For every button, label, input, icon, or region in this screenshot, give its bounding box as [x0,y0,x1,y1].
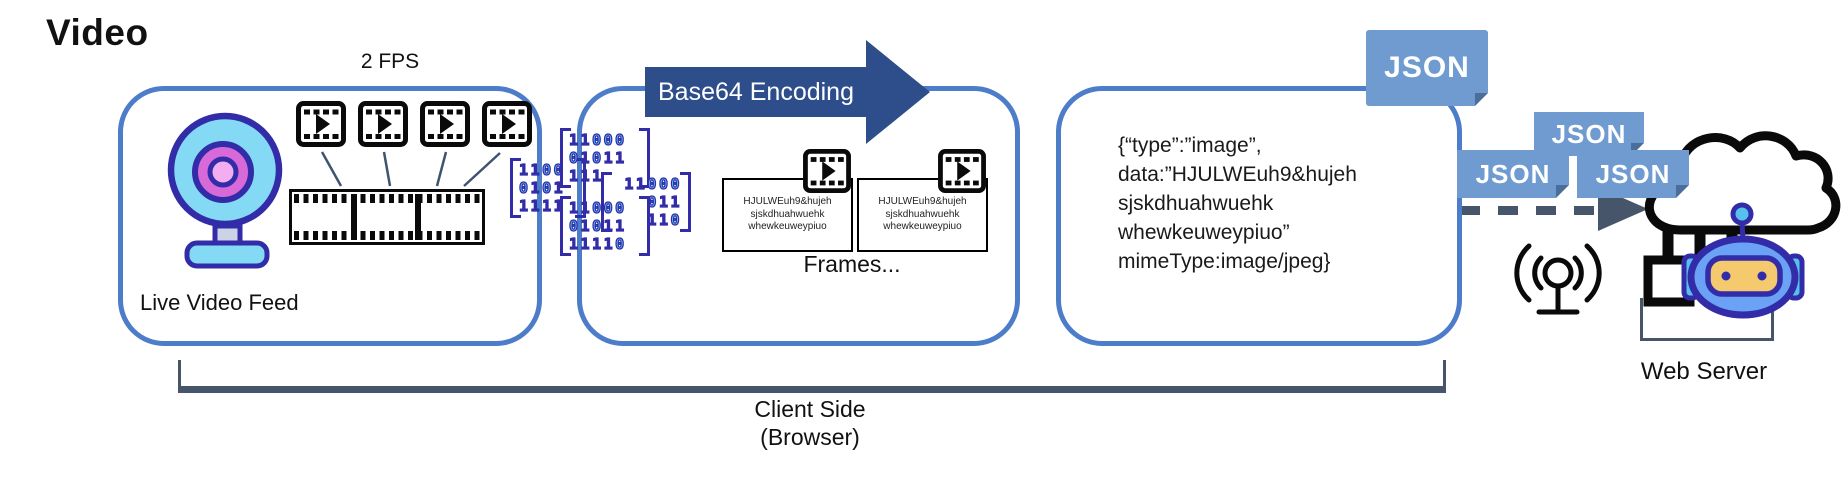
json-badge: JSON [1534,112,1644,156]
film-strip-icon [289,189,485,245]
binary-row: 110 [647,210,682,229]
frame-card-line: HJULWEuh9&hujeh [743,196,832,208]
frame-card-line: HJULWEuh9&hujeh [878,196,967,208]
frame-card-line: sjskdhuahwuehk [885,208,960,220]
binary-matrix: 11000 011 110 [601,172,691,232]
binary-row: 11000 [624,174,682,193]
json-payload-line: data:”HJULWEuh9&hujeh [1118,163,1357,186]
binary-row: 11000 [568,198,627,217]
browser-label: (Browser) [760,424,860,450]
json-badge-label: JSON [1551,118,1627,149]
json-payload-line: {“type”:”image”, [1118,134,1262,157]
webcam-icon [167,112,283,269]
video-frame-icon [419,100,471,148]
frame-card-line: whewkeuweypiuo [883,221,962,233]
robot-antenna-ball [1730,202,1754,226]
diagram-title: Video [46,12,149,53]
film-strip-sprockets [294,194,480,203]
binary-row: 11000 [568,130,627,149]
web-server-label: Web Server [1640,358,1768,385]
robot-visor [1705,255,1783,297]
film-strip-sprockets [294,231,480,240]
antenna-icon [1514,243,1602,315]
binary-row: 11110 [568,234,627,253]
video-frame-icon [481,100,533,148]
film-strip-divider [351,194,357,240]
binary-row: 1100 [518,160,566,179]
json-badge-label: JSON [1595,158,1671,189]
json-payload-line: mimeType:image/jpeg} [1118,250,1331,273]
binary-matrix: 11000 01011 11110 [560,196,650,256]
binary-row: 01011 [568,148,627,167]
frame-card-line: sjskdhuahwuehk [750,208,825,220]
web-server-bracket [1640,298,1774,341]
binary-row: 011 [647,192,682,211]
frames-label: Frames... [803,251,901,277]
video-frame-icon [295,100,347,148]
base64-encoding-label: Base64 Encoding [658,77,854,106]
fps-label: 2 FPS [360,50,420,73]
json-badge-label: JSON [1384,51,1470,84]
binary-row: 111 [568,166,604,185]
json-badge: JSON [1457,150,1569,198]
binary-row: 0101 [518,178,566,197]
dashed-arrow-line [1460,206,1600,215]
live-video-feed-label: Live Video Feed [140,290,299,315]
cloud-server-robot-icon [1643,131,1841,319]
binary-matrix: 1100 0101 1111 [510,158,586,218]
video-frame-icon [937,148,987,194]
base64-encoding-arrow: Base64 Encoding [645,67,867,117]
json-badge: JSON [1366,30,1488,106]
frame-card-line: whewkeuweypiuo [748,221,827,233]
binary-matrix: 11000 01011 111 [560,128,650,188]
video-frame-icon [357,100,409,148]
client-side-bracket [178,360,1446,393]
json-badge: JSON [1577,150,1689,198]
binary-row: 1111 [518,196,566,215]
json-payload-line: whewkeuweypiuo” [1118,221,1290,244]
binary-row: 01011 [568,216,627,235]
base64-arrow-head [866,40,930,144]
json-badge-label: JSON [1475,158,1551,189]
client-side-label: Client Side [754,396,866,422]
film-strip-divider [415,194,421,240]
json-payload-text: {“type”:”image”, data:”HJULWEuh9&hujeh s… [1118,131,1357,276]
json-payload-line: sjskdhuahwuehk [1118,192,1274,215]
live-video-box [118,86,542,346]
video-frame-icon [802,148,852,194]
json-box [1056,86,1462,346]
